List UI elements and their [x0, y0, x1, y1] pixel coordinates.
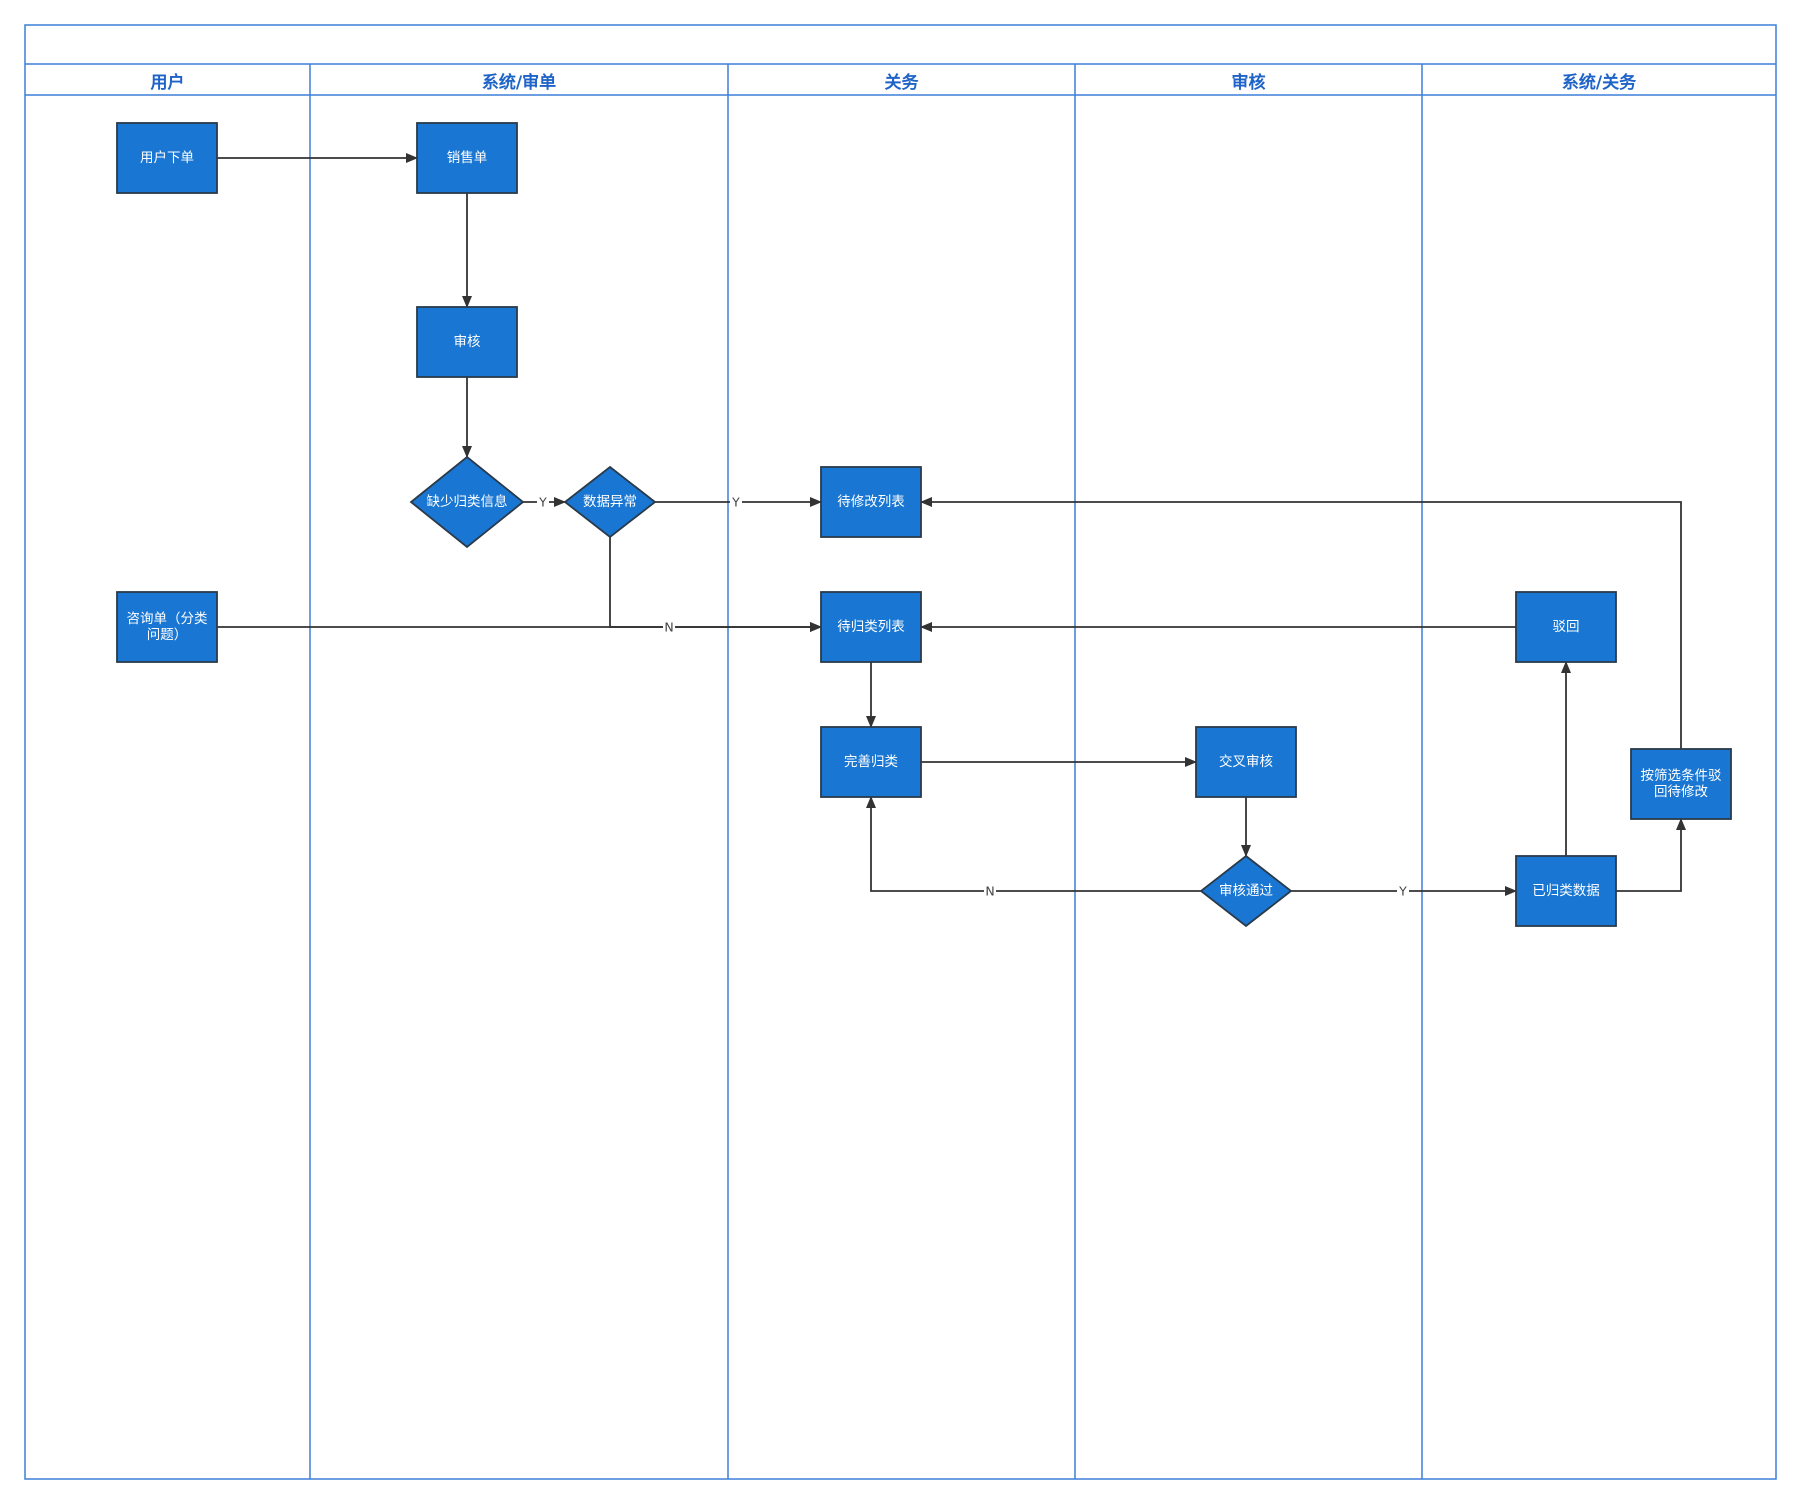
lane-audit-title: 审核 [1232, 72, 1266, 93]
lane-user: 用户 [151, 72, 185, 93]
review-process-shape [416, 306, 518, 378]
lane-system-customs-title: 系统/关务 [1562, 72, 1637, 93]
edge-review-pass-to-complete-classify [866, 796, 1201, 892]
cross-review-label: 交叉审核 [1219, 753, 1273, 770]
inquiry-label-line: 问题） [147, 627, 188, 643]
user-order-process-shape [116, 122, 218, 194]
edge-label-bg [663, 620, 675, 636]
edge-data-anomaly-to-pending-classify [609, 537, 822, 632]
node-filter-reject[interactable]: 按筛选条件驳回待修改按筛选条件驳回待修改 [1614, 748, 1749, 820]
node-sales-order[interactable]: 销售单 [416, 122, 518, 194]
edge-label-no: N [985, 884, 994, 899]
node-user-order[interactable]: 用户下单 [116, 122, 218, 194]
lane-customs: 关务 [727, 64, 920, 1479]
reject-label: 驳回 [1553, 619, 1580, 635]
data-anomaly-label: 数据异常 [583, 494, 637, 510]
node-missing-info[interactable]: 缺少归类信息 [409, 455, 525, 549]
lane-system-review: 系统/审单 [309, 64, 556, 1479]
pending-classify-label: 待归类列表 [837, 618, 905, 635]
filter-reject-label-line: 回待修改 [1654, 784, 1708, 800]
node-data-anomaly[interactable]: 数据异常 [563, 465, 657, 539]
data-anomaly-decision-shape [563, 465, 657, 539]
reject-process-shape [1515, 591, 1617, 663]
inquiry-label-line: 咨询单（分类 [127, 611, 208, 627]
review-pass-decision-shape [1199, 854, 1293, 928]
edge-filter-reject-to-pending-modify [920, 497, 1682, 749]
pending-classify-process-shape [820, 591, 922, 663]
node-classified-data[interactable]: 已归类数据 [1515, 855, 1617, 927]
filter-reject-label-line: 按筛选条件驳 [1641, 767, 1722, 784]
edge-label-bg [730, 495, 742, 511]
review-label: 审核 [454, 334, 481, 350]
inquiry-process-shape [116, 591, 218, 663]
edge-label-yes: Y [1398, 884, 1407, 899]
pool-frame [24, 24, 1777, 1480]
node-review-pass[interactable]: 审核通过 [1199, 854, 1293, 928]
sales-order-label: 销售单 [447, 150, 488, 166]
missing-info-decision-shape [409, 455, 525, 549]
lane-system-customs: 系统/关务 [1421, 64, 1637, 1479]
edge-label-bg [984, 884, 996, 900]
node-pending-classify[interactable]: 待归类列表 [820, 591, 922, 663]
complete-classify-label: 完善归类 [844, 753, 898, 770]
sales-order-process-shape [416, 122, 518, 194]
user-order-label: 用户下单 [140, 149, 194, 166]
classified-data-process-shape [1515, 855, 1617, 927]
lane-customs-title: 关务 [885, 72, 920, 93]
node-cross-review[interactable]: 交叉审核 [1195, 726, 1297, 798]
lane-system-review-title: 系统/审单 [482, 72, 556, 93]
node-reject[interactable]: 驳回 [1515, 591, 1617, 663]
edge-classified-data-to-filter-reject [1616, 818, 1686, 892]
review-pass-label: 审核通过 [1219, 883, 1273, 899]
edge-label-yes: Y [731, 495, 740, 510]
pending-modify-process-shape [820, 466, 922, 538]
lane-user-title: 用户 [151, 72, 185, 93]
flow-edge-labels: Y Y N N Y [537, 495, 1409, 900]
swimlanes: 用户系统/审单关务审核系统/关务 [151, 64, 1637, 1479]
complete-classify-process-shape [820, 726, 922, 798]
pending-modify-label: 待修改列表 [837, 494, 905, 510]
missing-info-label: 缺少归类信息 [427, 493, 508, 510]
edge-label-no: N [664, 620, 673, 635]
node-pending-modify[interactable]: 待修改列表 [820, 466, 922, 538]
flow-edges [217, 153, 1686, 896]
node-complete-classify[interactable]: 完善归类 [820, 726, 922, 798]
edge-label-bg [537, 495, 549, 511]
swimlane-pool [24, 24, 1777, 1480]
filter-reject-process-shape [1630, 748, 1732, 820]
edge-label-bg [1397, 884, 1409, 900]
edge-label-yes: Y [538, 495, 547, 510]
cross-review-process-shape [1195, 726, 1297, 798]
lane-audit: 审核 [1074, 64, 1266, 1479]
classified-data-label: 已归类数据 [1532, 882, 1600, 899]
node-review[interactable]: 审核 [416, 306, 518, 378]
